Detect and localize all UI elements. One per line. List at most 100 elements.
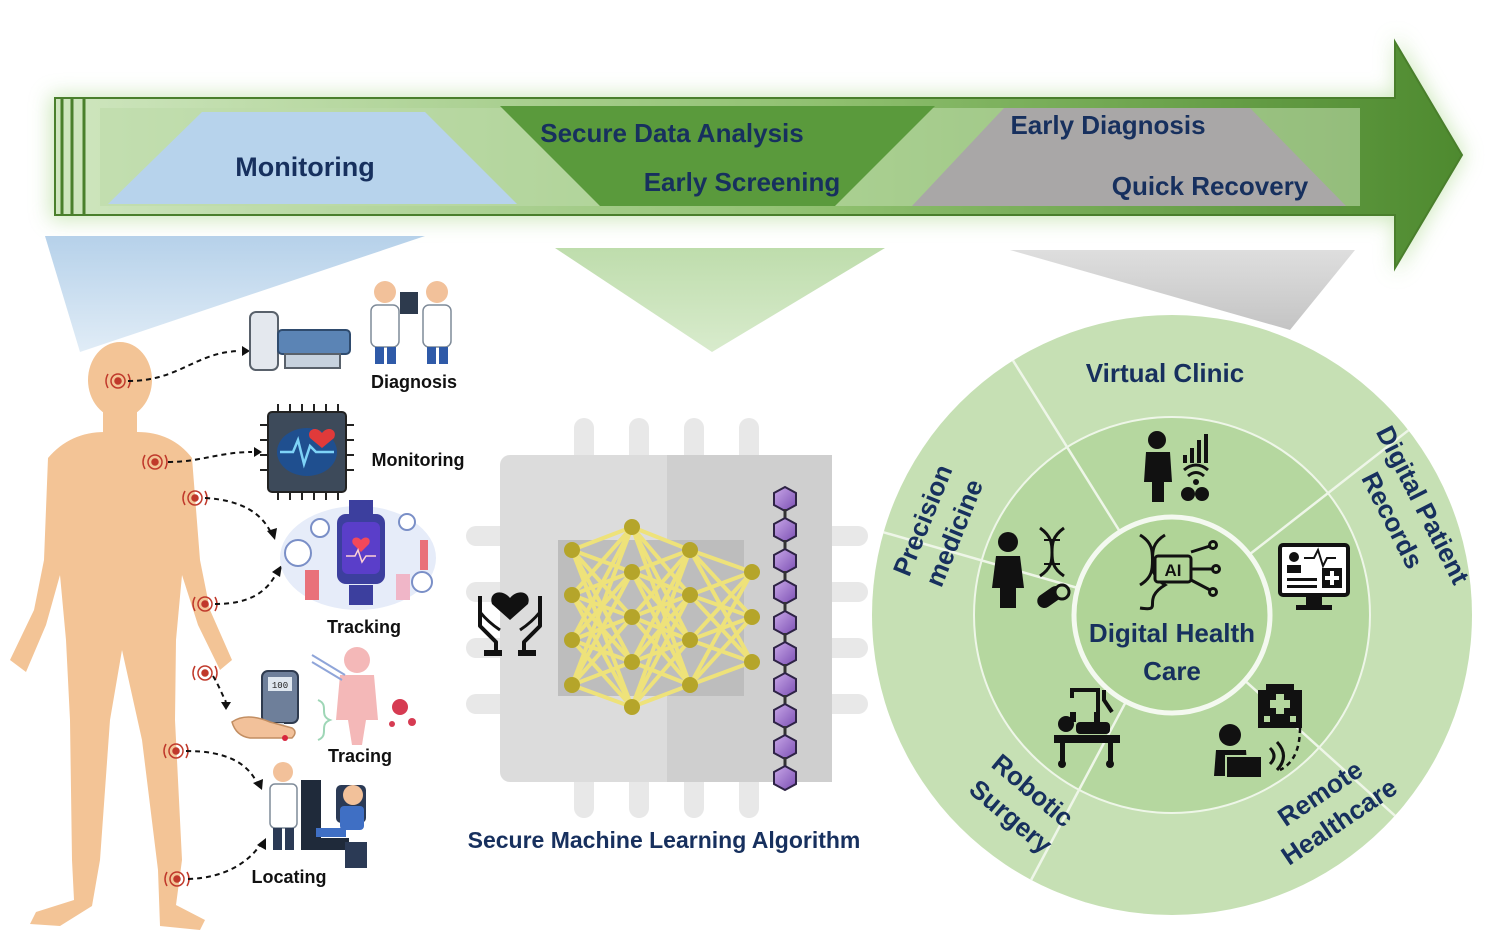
stage-monitoring [108,112,517,204]
hand-icon [231,716,296,739]
remote-healthcare-icon [1214,684,1302,779]
stage-diagnosis-label-1: Early Diagnosis [1010,110,1205,140]
network-edge [571,525,633,552]
network-edge [689,548,753,574]
segment-virtual-clinic-label: Virtual Clinic [1086,358,1244,388]
beam-green [555,248,885,352]
monitoring-label: Monitoring [372,450,465,470]
virtual-clinic-icon [1144,431,1209,502]
blockchain-cube [773,702,797,730]
network-node [624,654,640,670]
network-edge [630,548,692,619]
monitoring-illustration: Monitoring [260,404,464,500]
network-edge [688,570,754,642]
network-edge [570,526,634,686]
network-edge [630,549,692,708]
network-edge [689,660,753,687]
network-edge [631,683,691,709]
connector-arrowheads [221,346,282,850]
network-node [624,609,640,625]
wheel-center-label-2: Care [1143,656,1201,686]
locating-illustration: Locating [252,762,367,887]
mri-scanner-icon [249,311,279,371]
beam-gray [1010,250,1355,330]
blockchain-cube [773,578,797,606]
heartbeat-line [280,436,334,469]
ml-caption: Secure Machine Learning Algorithm [468,827,861,853]
robotic-surgery-icon [1054,688,1120,768]
banner-tail-stripes [60,98,86,215]
tracing-illustration: 100 Tracing [231,647,416,766]
network-edge [570,526,634,641]
network-node [744,564,760,580]
glucose-meter-value: 100 [272,681,288,691]
network-edge [631,548,691,574]
network-node [682,542,698,558]
stage-analysis [500,106,935,206]
network-edge [570,525,634,597]
tracking-illustration: Tracking [280,500,436,637]
patient-records-icon [1278,543,1350,610]
network-node [682,632,698,648]
wheel-dividers [883,359,1410,881]
network-node [744,609,760,625]
sensor-shoulder [142,454,168,470]
wheel-ring-border [973,416,1371,814]
diagnosis-illustration: Diagnosis [249,281,457,392]
wheel-center [1071,514,1273,716]
tracking-label: Tracking [327,617,401,637]
wheel-divider [1248,429,1410,556]
network-edge [630,638,692,709]
body-outline-icon [311,647,416,745]
blockchain-cube [773,733,797,761]
process-banner: Monitoring Secure Data Analysis Early Sc… [50,35,1465,275]
network-edge [571,660,633,687]
sensor-ankle [164,871,190,887]
ai-dna-icon [1139,533,1221,611]
tracing-label: Tracing [328,746,392,766]
wheel-divider [1011,359,1122,533]
doctors-icon [370,281,452,364]
network-edge [688,615,754,687]
stage-analysis-label-2: Early Screening [644,167,841,197]
blockchain-cube [773,640,797,668]
network-edge [570,571,634,686]
network-node [564,542,580,558]
network-edge [570,615,634,687]
sensor-arm [182,490,208,506]
network-node [564,587,580,603]
network-node [682,587,698,603]
doctor-icon [269,762,298,850]
human-figure [10,342,232,930]
diagnosis-label: Diagnosis [371,372,457,392]
scanner-device-icon [301,780,321,838]
blockchain-cube [773,547,797,575]
patient-chair-icon [316,785,367,868]
network-edge [631,525,691,552]
network-node [624,564,640,580]
network-node [682,677,698,693]
wheel-center-label-1: Digital Health [1089,618,1255,648]
blockchain-cube [773,671,797,699]
stage-diagnosis-label-2: Quick Recovery [1112,171,1309,201]
network-edge [630,594,692,708]
network-node [564,632,580,648]
blockchain-cube [773,609,797,637]
network-node [624,699,640,715]
stage-diagnosis [912,108,1346,206]
network-edge [688,571,754,686]
sensor-connectors [127,350,279,880]
stage-monitoring-label: Monitoring [235,152,374,182]
precision-medicine-icon [992,526,1071,609]
network-node [744,654,760,670]
network-edge [689,570,753,597]
ml-chip: Secure Machine Learning Algorithm [466,418,868,853]
blockchain-cube [773,485,797,513]
network-edge [571,683,633,709]
body-sensors [105,373,218,887]
beam-blue [45,236,425,352]
heart-icon [309,428,335,448]
network-node [564,677,580,693]
neural-network [564,519,760,715]
network-edge [630,549,692,663]
